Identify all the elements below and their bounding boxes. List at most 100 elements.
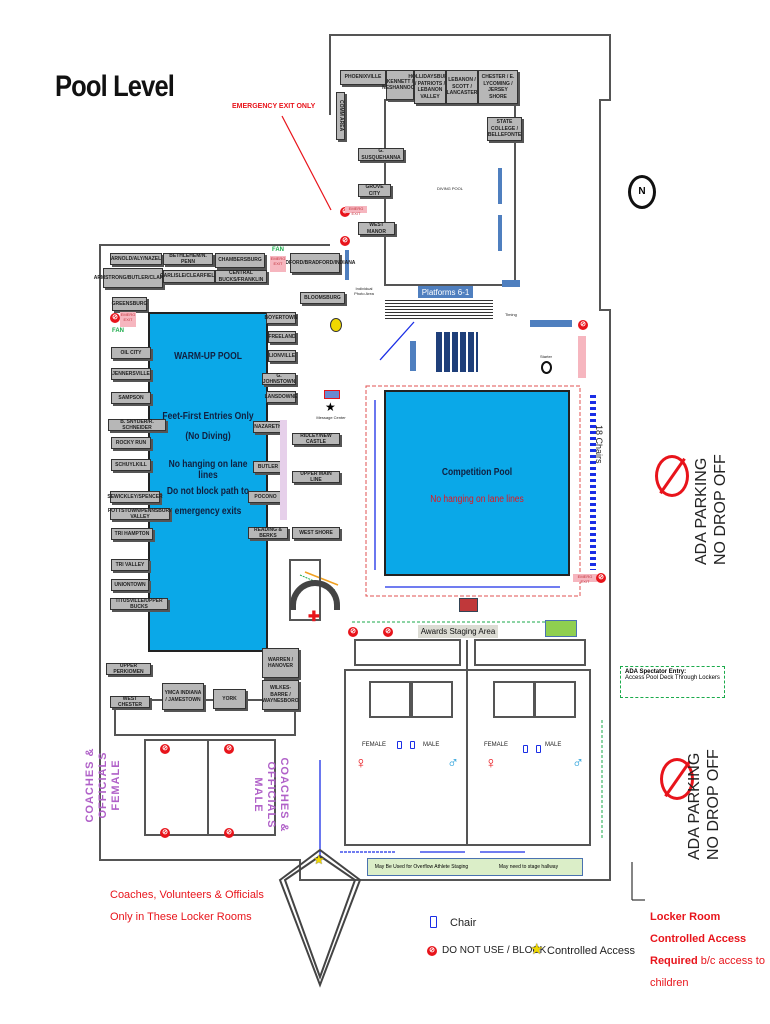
diving-pool-label: DIVING POOL bbox=[436, 186, 463, 191]
competition-pool: Competition Pool No hanging on lane line… bbox=[384, 390, 570, 576]
team-area: SAMPSON bbox=[111, 392, 151, 404]
chair-icon bbox=[536, 745, 541, 753]
team-area: G. JOHNSTOWN bbox=[262, 372, 296, 385]
controlled-access-star-icon: ★ bbox=[325, 400, 336, 414]
bleachers bbox=[385, 298, 493, 320]
team-area: STATE COLLEGE / BELLEFONTE bbox=[487, 117, 522, 141]
individual-photo-label: Individual Photo Area bbox=[354, 286, 374, 296]
ada-parking-label: ADA PARKING NO DROP OFF bbox=[693, 454, 729, 565]
team-area: WARREN / HANOVER bbox=[262, 648, 299, 678]
team-area: LANSDOWNE bbox=[265, 391, 297, 403]
team-area: OIL CITY bbox=[111, 347, 151, 359]
competition-pool-rule: No hanging on lane lines bbox=[430, 494, 524, 505]
team-area: TRI HAMPTON bbox=[111, 528, 153, 540]
emergency-exit-box: EMERG EXIT bbox=[270, 256, 286, 272]
chair-row bbox=[590, 395, 596, 570]
no-use-icon: ⊘ bbox=[110, 313, 120, 323]
team-area: WEST MANOR bbox=[358, 222, 395, 235]
chair-icon bbox=[523, 745, 528, 753]
warmup-rule: Feet-First Entries Only bbox=[162, 411, 254, 422]
no-use-icon: ⊘ bbox=[340, 236, 350, 246]
male-icon: ♂ bbox=[447, 755, 459, 772]
team-area: SCHUYLKILL bbox=[111, 459, 151, 471]
legend-star-icon: ★ bbox=[530, 941, 544, 958]
no-parking-icon bbox=[655, 455, 689, 497]
team-area: GREENSBURG bbox=[112, 297, 147, 311]
team-area: YORK bbox=[213, 689, 246, 709]
team-area: CHAMBERSBURG bbox=[215, 253, 265, 268]
page-title: Pool Level bbox=[55, 70, 175, 103]
team-area: CHESTER / E. LYCOMING / JERSEY SHORE bbox=[478, 70, 518, 104]
emergency-exit-box bbox=[578, 336, 586, 378]
no-use-icon: ⊘ bbox=[383, 627, 393, 637]
team-area: UNIONTOWN bbox=[111, 579, 149, 591]
team-area: G. SUSQUEHANNA bbox=[358, 148, 404, 161]
team-area: LIONVILLE bbox=[268, 350, 296, 362]
team-area: LEBANON / SCOTT / LANCASTER bbox=[446, 70, 478, 104]
male-icon: ♂ bbox=[572, 755, 584, 772]
no-use-icon: ⊘ bbox=[578, 320, 588, 330]
no-use-icon: ⊘ bbox=[160, 828, 170, 838]
starter-icon bbox=[541, 361, 552, 374]
emergency-exit-box: EMERG EXIT bbox=[120, 312, 136, 327]
no-use-icon: ⊘ bbox=[224, 828, 234, 838]
emergency-exit-box: EMERG EXIT bbox=[345, 206, 367, 216]
coaches-male-label: COACHES & OFFICIALS MALE bbox=[252, 757, 290, 833]
team-area: NAZARETH bbox=[253, 421, 283, 433]
chair-icon bbox=[397, 741, 402, 749]
team-area: BRADFORD/BRADFORD/INDIANA bbox=[275, 253, 355, 273]
emergency-arrow bbox=[281, 115, 332, 211]
team-area: KENNETT / NESHANNOCK bbox=[382, 70, 418, 100]
team-area: BLOOMSBURG bbox=[300, 292, 345, 304]
team-area: SEWICKLEY/SPENCER bbox=[107, 491, 163, 503]
male-label: MALE bbox=[423, 742, 440, 748]
team-area: UPPER PERKIOMEN bbox=[106, 663, 151, 675]
team-area: BETHLEHEM/N. PENN bbox=[163, 253, 213, 265]
team-area: BOYERTOWN bbox=[265, 312, 297, 324]
no-parking-icon bbox=[660, 758, 694, 800]
timing-label: Timing bbox=[505, 312, 517, 317]
legend-controlled-access-label: Controlled Access bbox=[547, 945, 636, 957]
starting-blocks bbox=[436, 332, 478, 372]
awards-staging-area: Awards Staging Area bbox=[418, 625, 498, 638]
warmup-rule: (No Diving) bbox=[185, 431, 231, 442]
team-area: B. SNYDER/R. SCHNEIDER bbox=[108, 419, 166, 431]
no-use-icon: ⊘ bbox=[160, 744, 170, 754]
legend-do-not-use-label: DO NOT USE / BLOCK bbox=[442, 945, 547, 956]
competition-pool-name: Competition Pool bbox=[441, 467, 513, 478]
team-area: ARMSTRONG/BUTLER/CLARION bbox=[94, 268, 172, 288]
chair-icon bbox=[410, 741, 415, 749]
team-area: WEST CHESTER bbox=[110, 696, 150, 708]
warmup-rule: No hanging on lane lines bbox=[168, 459, 248, 481]
platforms-label: Platforms 6-1 bbox=[418, 286, 473, 299]
emergency-exit-label: EMERGENCY EXIT ONLY bbox=[232, 103, 316, 110]
warmup-pool-name: WARM-UP POOL bbox=[174, 351, 242, 362]
team-area: JENNERSVILLE bbox=[111, 368, 151, 380]
starter-label: Starter bbox=[540, 354, 553, 359]
fan-label: FAN bbox=[112, 328, 124, 334]
north-arrow-icon: N bbox=[628, 175, 656, 209]
team-area: ARNOLD/ALY/NAZEL bbox=[110, 253, 162, 265]
legend-no-use-icon: ⊘ bbox=[427, 946, 437, 956]
ada-entry-note: ADA Spectator Entry: Access Pool Deck Th… bbox=[620, 666, 725, 698]
controlled-access-star-icon: ★ bbox=[313, 852, 325, 867]
legend-chair-label: Chair bbox=[450, 917, 477, 929]
team-area: CARLISLE/CLEARFIELD bbox=[160, 270, 218, 283]
female-icon: ♀ bbox=[485, 755, 497, 772]
female-label: FEMALE bbox=[362, 742, 387, 748]
team-area: PHOENIXVILLE bbox=[340, 70, 386, 85]
team-area: WILKES-BARRE / WAYNESBORO bbox=[262, 680, 299, 710]
team-area: READING & BERKS bbox=[248, 527, 288, 539]
no-use-icon: ⊘ bbox=[348, 627, 358, 637]
arch bbox=[290, 580, 340, 610]
female-label: FEMALE bbox=[484, 742, 509, 748]
female-icon: ♀ bbox=[355, 755, 367, 772]
ada-parking-label: ADA PARKING NO DROP OFF bbox=[686, 749, 722, 860]
building-outline bbox=[99, 34, 611, 881]
team-area: CENTRAL BUCKS/FRANKLIN bbox=[215, 270, 267, 283]
locker-note: Locker Room Controlled Access Required b… bbox=[650, 911, 765, 989]
fan-label: FAN bbox=[272, 247, 284, 253]
no-use-icon: ⊘ bbox=[596, 573, 606, 583]
team-area: ROCKY RUN bbox=[111, 437, 151, 449]
